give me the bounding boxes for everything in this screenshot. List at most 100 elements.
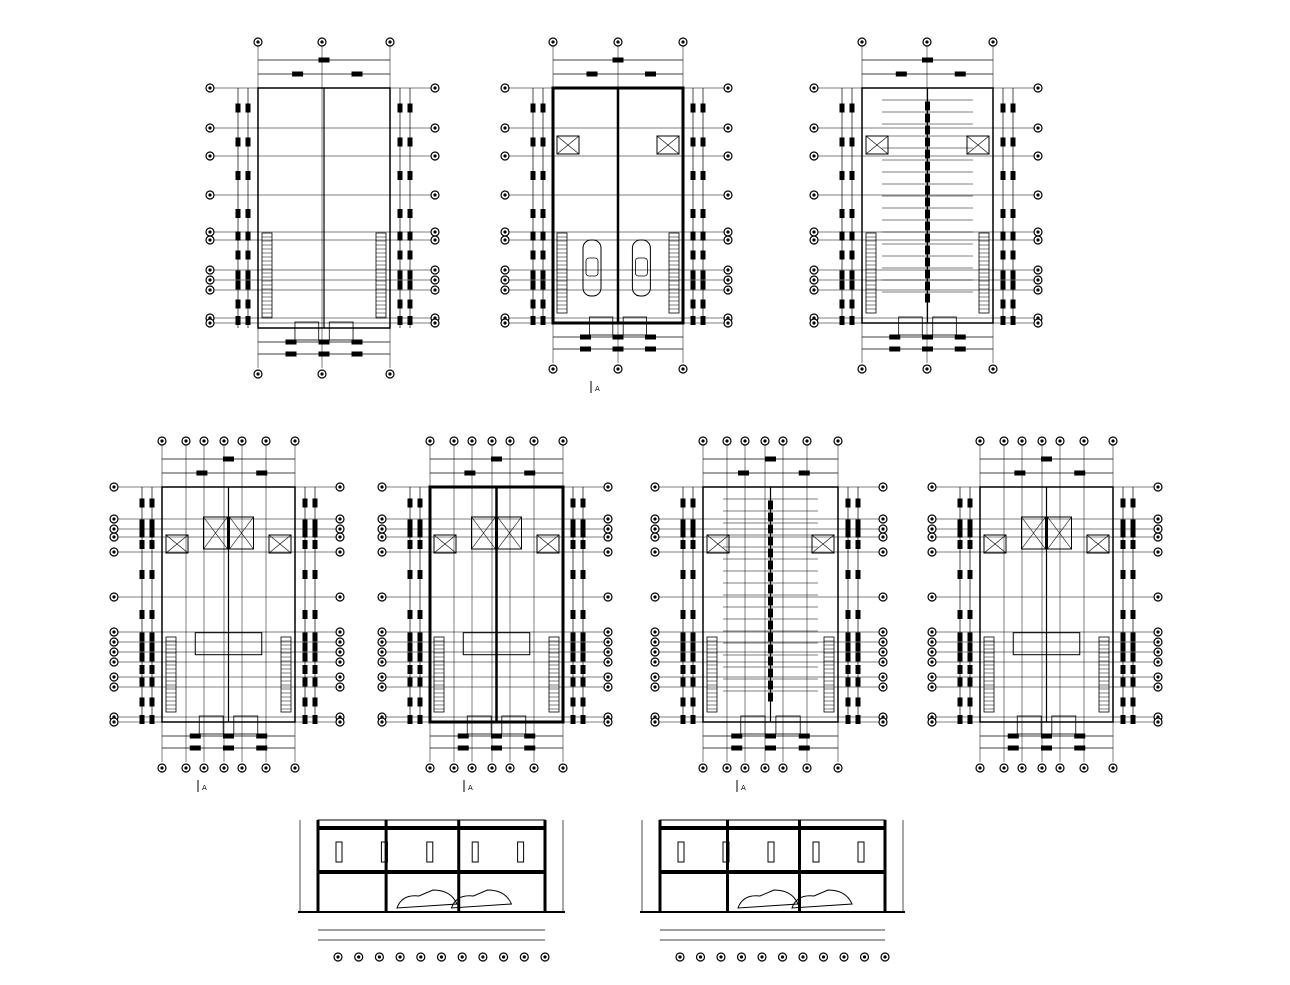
shaft-cross [268, 534, 292, 554]
dimension-text [690, 665, 696, 674]
dimension-text [223, 456, 234, 462]
grid-bubble-dot [606, 650, 610, 654]
dimension-text [235, 299, 241, 309]
grid-bubble-dot [805, 766, 809, 770]
grid-bubble-dot [860, 40, 864, 44]
dimension-text [580, 570, 586, 579]
grid-bubble-dot [320, 40, 324, 44]
grid-bubble-dot [338, 720, 342, 724]
dimension-text [1130, 715, 1136, 724]
dimension-text [1120, 498, 1126, 508]
grid-bubble-dot [606, 720, 610, 724]
dimension-text [765, 733, 776, 739]
shaft-box [536, 534, 560, 554]
grid-bubble-dot [812, 230, 816, 234]
grid-bubble-dot [428, 766, 432, 770]
dimension-text [839, 316, 845, 325]
dimension-text [1000, 103, 1006, 113]
dimension-text [855, 570, 861, 579]
grid-bubble-dot [481, 955, 485, 959]
dimension-text [1000, 171, 1006, 180]
dimension-text [839, 280, 845, 290]
dimension-text [580, 652, 586, 662]
grid-bubble-dot [433, 193, 437, 197]
grid-bubble-dot [380, 640, 384, 644]
dimension-text [855, 528, 861, 538]
grid-bubble-dot [490, 766, 494, 770]
dimension-text [680, 677, 686, 687]
dimension-text [925, 293, 930, 303]
dimension-text [570, 519, 576, 529]
dimension-text [139, 610, 145, 619]
dimension-text [700, 231, 706, 241]
dimension-text [967, 610, 973, 619]
dimension-text [925, 113, 930, 123]
dimension-text [680, 632, 686, 642]
dimension-text [957, 715, 963, 724]
dimension-text [925, 185, 930, 195]
dimension-text [680, 528, 686, 538]
dimension-text [768, 548, 773, 558]
dimension-text [1041, 745, 1052, 751]
dimension-text [690, 677, 696, 687]
dimension-text [1120, 677, 1126, 687]
grid-bubble-dot [208, 268, 212, 272]
grid-bubble-dot [202, 439, 206, 443]
dimension-text [245, 316, 251, 325]
dimension-text [302, 697, 308, 707]
grid-bubble-dot [763, 766, 767, 770]
grid-bubble-dot [653, 675, 657, 679]
shaft-cross [706, 534, 730, 554]
grid-bubble-dot [160, 766, 164, 770]
grid-bubble-dot [1036, 278, 1040, 282]
dimension-text [855, 610, 861, 619]
grid-bubble-dot [433, 230, 437, 234]
shaft-box [865, 135, 889, 155]
dimension-text [1000, 299, 1006, 309]
dimension-text [407, 642, 413, 652]
dimension-text [407, 171, 413, 180]
grid-bubble-dot [452, 439, 456, 443]
dimension-text [690, 280, 696, 290]
shaft-box [966, 135, 990, 155]
dimension-text [845, 528, 851, 538]
dimension-text [540, 250, 546, 260]
dimension-text [139, 665, 145, 674]
grid-bubble-dot [930, 485, 934, 489]
dimension-text [302, 540, 308, 549]
grid-bubble-dot [760, 955, 764, 959]
dimension-text [302, 528, 308, 538]
dimension-text [855, 642, 861, 652]
dimension-text [855, 498, 861, 508]
dimension-text [407, 652, 413, 662]
dimension-text [580, 642, 586, 652]
dimension-text [491, 745, 502, 751]
dimension-text [417, 677, 423, 687]
dimension-text [1120, 652, 1126, 662]
dimension-text [768, 584, 773, 594]
grid-bubble-dot [978, 439, 982, 443]
dimension-text [1000, 137, 1006, 147]
shaft-box [556, 135, 580, 155]
grid-bubble-dot [470, 766, 474, 770]
door-elevation [426, 841, 434, 863]
dimension-text [1120, 570, 1126, 579]
dimension-text [397, 299, 403, 309]
dimension-text [855, 715, 861, 724]
dimension-text [149, 528, 155, 538]
dimension-text [149, 697, 155, 707]
core-block [194, 632, 263, 656]
dimension-text [925, 209, 930, 219]
dimension-text [540, 280, 546, 290]
grid-bubble-dot [653, 485, 657, 489]
grid-bubble-dot [881, 685, 885, 689]
grid-bubble-dot [112, 685, 116, 689]
grid-bubble-dot [264, 439, 268, 443]
dimension-text [845, 652, 851, 662]
dimension-text [1120, 519, 1126, 529]
dimension-text [312, 540, 318, 549]
grid-bubble-dot [812, 278, 816, 282]
dimension-text [889, 334, 901, 340]
grid-bubble-dot [812, 154, 816, 158]
